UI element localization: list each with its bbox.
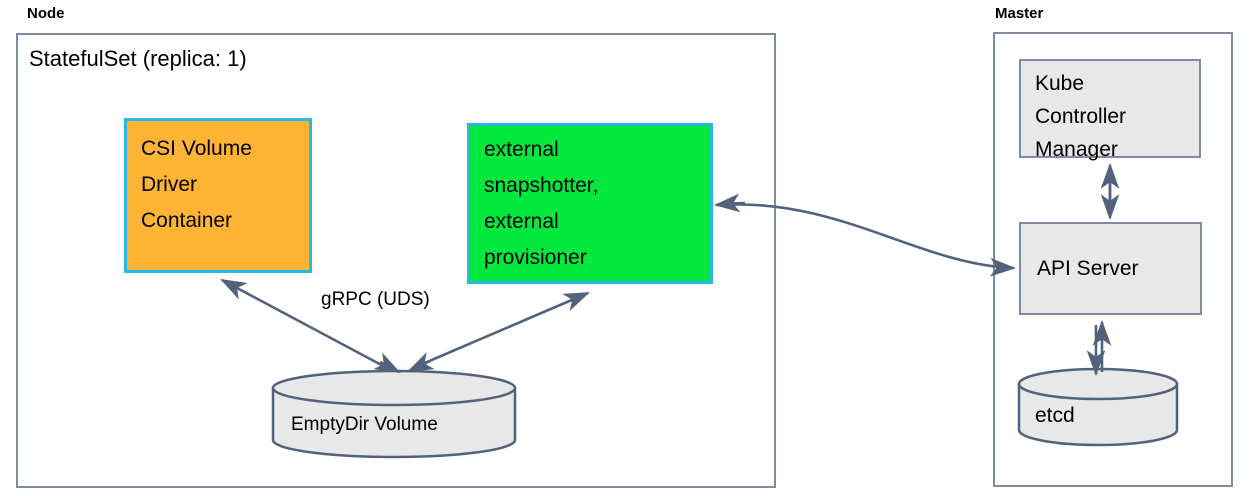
external-sidecars-line-1: external (484, 138, 559, 161)
kcm-line-1: Kube (1035, 72, 1085, 95)
external-sidecars-line-2: snapshotter, (484, 174, 599, 197)
emptydir-volume-cylinder[interactable]: EmptyDir Volume (271, 369, 517, 459)
etcd-cylinder[interactable]: etcd (1017, 367, 1179, 448)
kcm-line-3: Manager (1035, 138, 1118, 161)
emptydir-volume-label: EmptyDir Volume (291, 414, 438, 435)
kube-controller-manager-box[interactable]: Kube Controller Manager (1019, 59, 1201, 161)
csi-driver-line-1: CSI Volume (141, 137, 252, 160)
statefulset-caption: StatefulSet (replica: 1) (29, 46, 247, 71)
etcd-label: etcd (1035, 404, 1075, 427)
group-title-master: Master (995, 5, 1044, 22)
api-server-box[interactable]: API Server (1019, 222, 1202, 315)
csi-driver-line-3: Container (141, 209, 233, 232)
api-server-label: API Server (1037, 257, 1139, 280)
external-sidecars-line-3: external (484, 210, 559, 233)
external-sidecars-box[interactable]: external snapshotter, external provision… (467, 123, 713, 284)
kcm-line-2: Controller (1035, 105, 1127, 128)
emptydir-volume-shape (271, 369, 517, 459)
csi-driver-line-2: Driver (141, 173, 197, 196)
group-title-node: Node (27, 5, 65, 22)
csi-volume-driver-container-box[interactable]: CSI Volume Driver Container (124, 118, 312, 273)
grpc-uds-edge-label: gRPC (UDS) (321, 289, 430, 310)
external-sidecars-line-4: provisioner (484, 246, 587, 269)
